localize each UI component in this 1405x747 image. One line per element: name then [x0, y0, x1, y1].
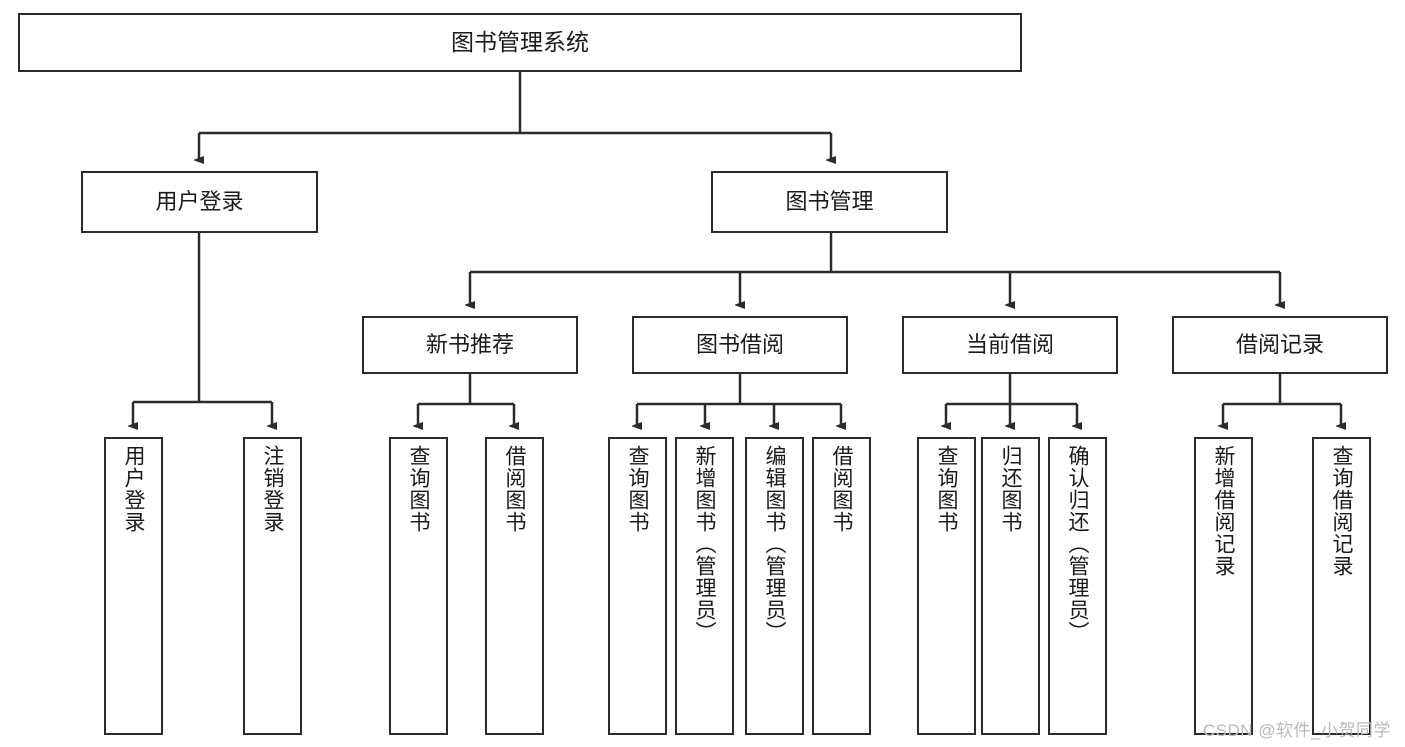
node-leaf-recommend-query-book[interactable]: 查询图书	[389, 437, 448, 735]
node-leaf-record-add-record-label: 新增借阅记录	[1212, 445, 1235, 577]
node-leaf-current-confirm-return[interactable]: 确认归还（管理员）	[1048, 437, 1107, 735]
node-leaf-user-login-login[interactable]: 用户登录	[104, 437, 163, 735]
node-leaf-borrow-add-book-label: 新增图书（管理员）	[693, 445, 716, 643]
node-leaf-borrow-add-book[interactable]: 新增图书（管理员）	[675, 437, 734, 735]
node-book-borrow-label: 图书借阅	[695, 331, 784, 357]
node-root-system[interactable]: 图书管理系统	[18, 13, 1022, 72]
node-leaf-borrow-edit-book[interactable]: 编辑图书（管理员）	[745, 437, 804, 735]
node-book-borrow[interactable]: 图书借阅	[632, 316, 848, 374]
node-leaf-current-query-book-label: 查询图书	[935, 445, 958, 533]
node-book-management-label: 图书管理	[785, 188, 874, 214]
node-book-management[interactable]: 图书管理	[711, 171, 948, 233]
node-leaf-current-confirm-return-label: 确认归还（管理员）	[1066, 445, 1089, 643]
node-leaf-recommend-borrow-book[interactable]: 借阅图书	[485, 437, 544, 735]
node-leaf-borrow-edit-book-label: 编辑图书（管理员）	[763, 445, 786, 643]
node-leaf-borrow-borrow-book-label: 借阅图书	[830, 445, 853, 533]
csdn-watermark: CSDN @软件_小贺同学	[1202, 721, 1391, 740]
node-current-borrow-label: 当前借阅	[965, 331, 1054, 357]
node-leaf-recommend-query-book-label: 查询图书	[407, 445, 430, 533]
node-leaf-current-return-book[interactable]: 归还图书	[981, 437, 1040, 735]
node-user-login-label: 用户登录	[155, 188, 244, 214]
node-leaf-user-login-login-label: 用户登录	[122, 445, 145, 533]
node-leaf-borrow-query-book[interactable]: 查询图书	[608, 437, 667, 735]
node-new-book-recommend-label: 新书推荐	[425, 331, 514, 357]
node-leaf-current-query-book[interactable]: 查询图书	[917, 437, 976, 735]
node-user-login[interactable]: 用户登录	[81, 171, 318, 233]
node-root-system-label: 图书管理系统	[451, 29, 589, 56]
node-borrow-record-label: 借阅记录	[1235, 331, 1324, 357]
node-borrow-record[interactable]: 借阅记录	[1172, 316, 1388, 374]
node-leaf-record-add-record[interactable]: 新增借阅记录	[1194, 437, 1253, 735]
node-new-book-recommend[interactable]: 新书推荐	[362, 316, 578, 374]
node-leaf-recommend-borrow-book-label: 借阅图书	[503, 445, 526, 533]
node-leaf-user-login-logout[interactable]: 注销登录	[243, 437, 302, 735]
node-leaf-borrow-borrow-book[interactable]: 借阅图书	[812, 437, 871, 735]
node-current-borrow[interactable]: 当前借阅	[902, 316, 1118, 374]
node-leaf-borrow-query-book-label: 查询图书	[626, 445, 649, 533]
node-leaf-user-login-logout-label: 注销登录	[261, 445, 284, 533]
node-leaf-record-query-record-label: 查询借阅记录	[1330, 445, 1353, 577]
node-leaf-current-return-book-label: 归还图书	[999, 445, 1022, 533]
node-leaf-record-query-record[interactable]: 查询借阅记录	[1312, 437, 1371, 735]
